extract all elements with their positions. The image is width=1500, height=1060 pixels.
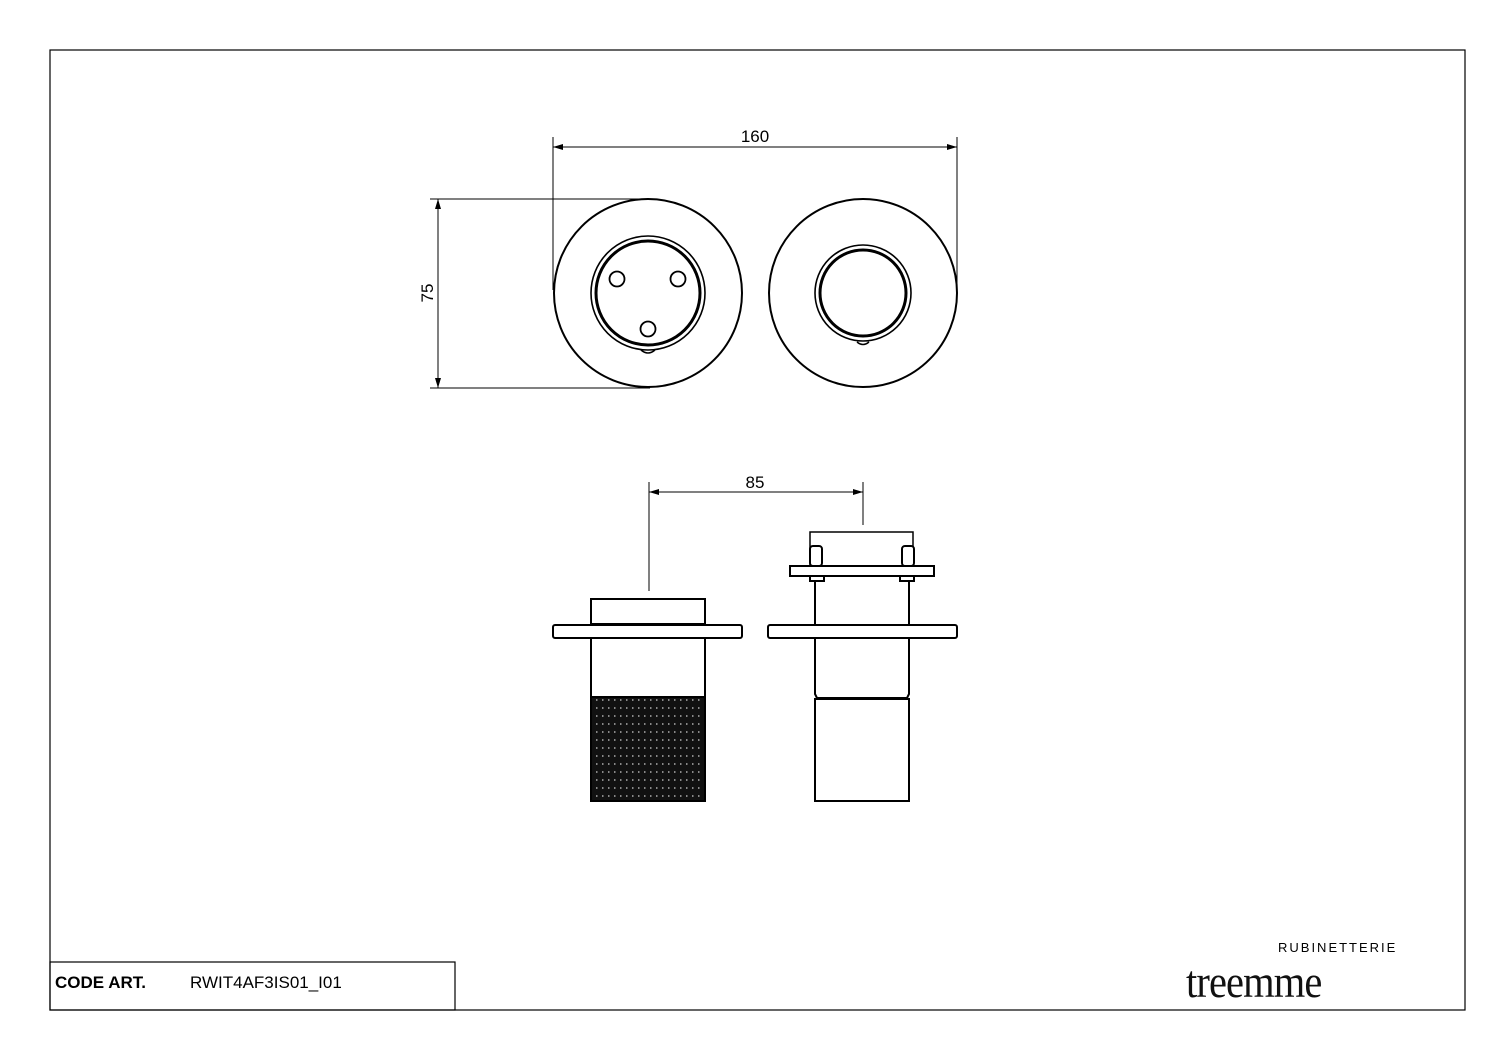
title-block — [49, 961, 456, 1011]
side-view-left-handle — [552, 598, 743, 802]
code-art-value: RWIT4AF3IS01_I01 — [190, 973, 342, 992]
side-view-right-handle — [767, 531, 958, 802]
front-view-left-handle — [553, 198, 743, 388]
dimension-label-85: 85 — [746, 473, 765, 492]
dimension-85 — [648, 482, 864, 591]
dimension-160 — [552, 137, 958, 290]
knurled-grip — [590, 696, 706, 802]
logo-brand: treemme — [1186, 956, 1322, 1007]
drawing-frame — [49, 49, 1466, 1011]
code-art-label: CODE ART. — [55, 973, 146, 992]
dimension-label-75: 75 — [418, 284, 437, 303]
dimension-75 — [430, 198, 650, 389]
front-view-right-handle — [768, 198, 958, 388]
dimension-label-160: 160 — [741, 127, 769, 146]
logo-tagline: RUBINETTERIE — [1278, 940, 1398, 955]
